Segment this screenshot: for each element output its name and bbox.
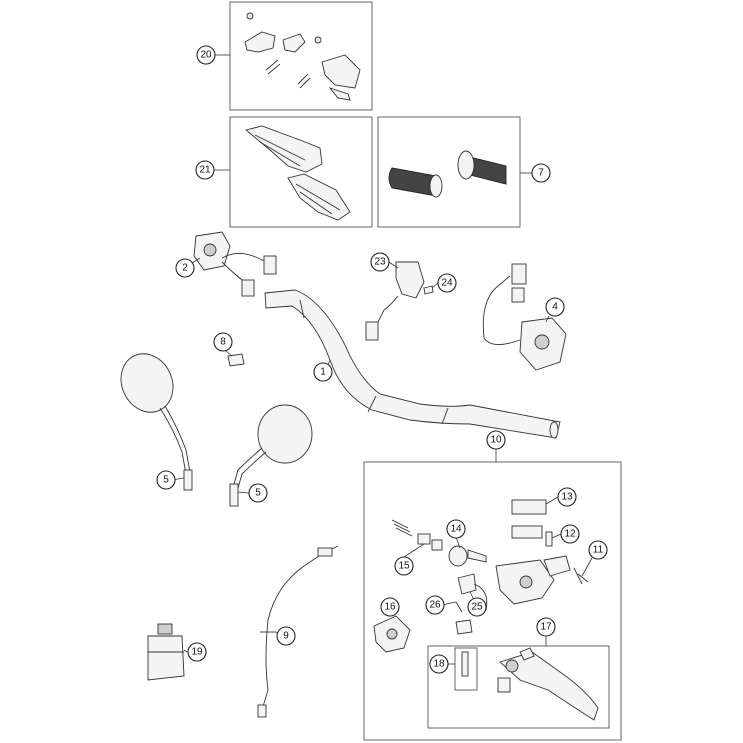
part-hand-guards [245, 125, 351, 221]
svg-text:5: 5 [163, 475, 169, 486]
callout-13: 13 [557, 487, 577, 507]
callout-21: 21 [195, 160, 215, 180]
svg-text:19: 19 [191, 647, 203, 658]
box-group-10 [363, 461, 622, 741]
part-handlebar [264, 289, 561, 439]
callout-1: 1 [313, 362, 333, 382]
svg-text:17: 17 [540, 622, 552, 633]
callout-24: 24 [437, 273, 457, 293]
callout-26: 26 [425, 595, 445, 615]
part-brake-lever [461, 647, 599, 721]
callout-16: 16 [380, 597, 400, 617]
svg-text:7: 7 [538, 168, 544, 179]
svg-text:5: 5 [255, 488, 261, 499]
svg-text:18: 18 [433, 659, 445, 670]
callout-11: 11 [588, 540, 608, 560]
callout-10: 10 [486, 430, 506, 450]
part-right-switch [482, 263, 567, 371]
callout-5-left: 5 [156, 470, 176, 490]
svg-text:13: 13 [561, 492, 573, 503]
svg-text:2: 2 [182, 263, 188, 274]
part-fluid-bottle [147, 623, 185, 681]
callout-8: 8 [213, 332, 233, 352]
svg-text:25: 25 [471, 602, 483, 613]
svg-text:10: 10 [490, 435, 502, 446]
callout-20: 20 [196, 45, 216, 65]
svg-text:8: 8 [220, 337, 226, 348]
callout-7: 7 [531, 163, 551, 183]
callout-5-right: 5 [248, 483, 268, 503]
svg-text:1: 1 [320, 367, 326, 378]
callout-14: 14 [446, 519, 466, 539]
part-master-cylinder-internals [391, 499, 589, 635]
svg-text:16: 16 [384, 602, 396, 613]
callout-18: 18 [429, 654, 449, 674]
svg-text:24: 24 [441, 278, 453, 289]
svg-text:14: 14 [450, 524, 462, 535]
part-throttle-housing [365, 261, 425, 341]
callout-9: 9 [276, 626, 296, 646]
part-mirror-left [120, 353, 193, 491]
part-reservoir-cap-16 [373, 615, 411, 653]
part-mirror-right [229, 404, 313, 507]
svg-text:9: 9 [283, 631, 289, 642]
box-group-18 [454, 647, 478, 691]
callout-25: 25 [467, 597, 487, 617]
svg-text:4: 4 [552, 302, 558, 313]
part-grips [388, 150, 507, 198]
svg-text:11: 11 [593, 545, 604, 556]
part-clamp-8 [227, 353, 245, 367]
part-left-switch [193, 231, 277, 297]
svg-text:21: 21 [199, 165, 211, 176]
svg-text:12: 12 [564, 529, 576, 540]
callout-19: 19 [187, 642, 207, 662]
part-clutch-cable [257, 545, 339, 718]
callout-12: 12 [560, 524, 580, 544]
callout-17: 17 [536, 617, 556, 637]
callout-15: 15 [394, 556, 414, 576]
callout-4: 4 [545, 297, 565, 317]
part-mounting-brackets [244, 12, 361, 101]
svg-text:23: 23 [374, 257, 386, 268]
callout-23: 23 [370, 252, 390, 272]
part-screw-24 [423, 285, 434, 295]
box-group-7 [377, 116, 521, 228]
callout-2: 2 [175, 258, 195, 278]
svg-text:26: 26 [429, 600, 441, 611]
svg-text:15: 15 [398, 561, 410, 572]
box-group-17 [427, 645, 610, 729]
svg-text:20: 20 [200, 50, 212, 61]
box-group-21 [229, 116, 373, 228]
box-group-20 [229, 1, 373, 111]
